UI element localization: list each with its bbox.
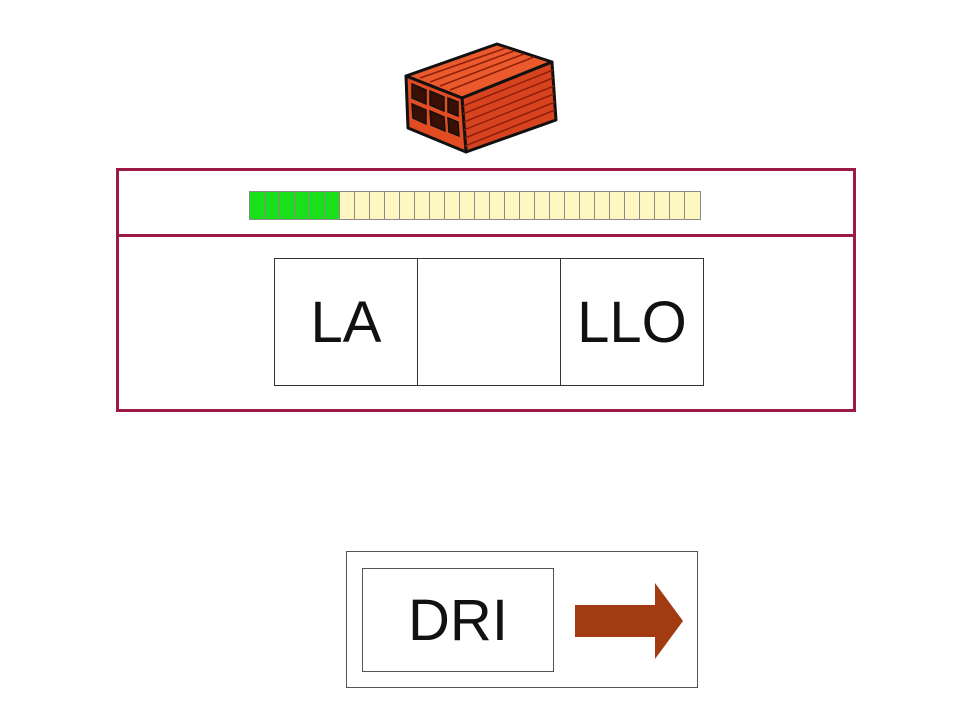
word-puzzle-panel: LA LLO [116,168,856,412]
progress-cell-pending [535,192,550,219]
panel-divider [119,234,853,237]
syllable-blank-slot[interactable] [417,258,561,386]
progress-cell-pending [475,192,490,219]
progress-cell-pending [640,192,655,219]
progress-cell-pending [370,192,385,219]
progress-cell-pending [685,192,700,219]
progress-cell-done [310,192,325,219]
progress-cell-pending [655,192,670,219]
progress-cell-pending [415,192,430,219]
progress-cell-done [250,192,265,219]
progress-cell-pending [520,192,535,219]
progress-cell-pending [550,192,565,219]
progress-cell-pending [385,192,400,219]
progress-cell-pending [565,192,580,219]
progress-cell-pending [460,192,475,219]
progress-bar [249,191,701,220]
progress-cell-pending [625,192,640,219]
progress-cell-pending [490,192,505,219]
progress-cell-pending [670,192,685,219]
syllable-row: LA LLO [274,258,704,386]
progress-cell-pending [445,192,460,219]
progress-cell-pending [340,192,355,219]
progress-cell-done [325,192,340,219]
progress-cell-done [265,192,280,219]
syllable-box-3: LLO [560,258,704,386]
progress-cell-pending [505,192,520,219]
progress-cell-pending [355,192,370,219]
brick-icon [404,42,558,154]
progress-cell-pending [580,192,595,219]
progress-cell-done [280,192,295,219]
progress-cell-pending [595,192,610,219]
syllable-box-1: LA [274,258,418,386]
syllable-option[interactable]: DRI [362,568,554,672]
progress-cell-done [295,192,310,219]
right-arrow-icon[interactable] [573,581,685,661]
progress-cell-pending [400,192,415,219]
progress-cell-pending [610,192,625,219]
progress-cell-pending [430,192,445,219]
answer-panel: DRI [346,551,698,688]
